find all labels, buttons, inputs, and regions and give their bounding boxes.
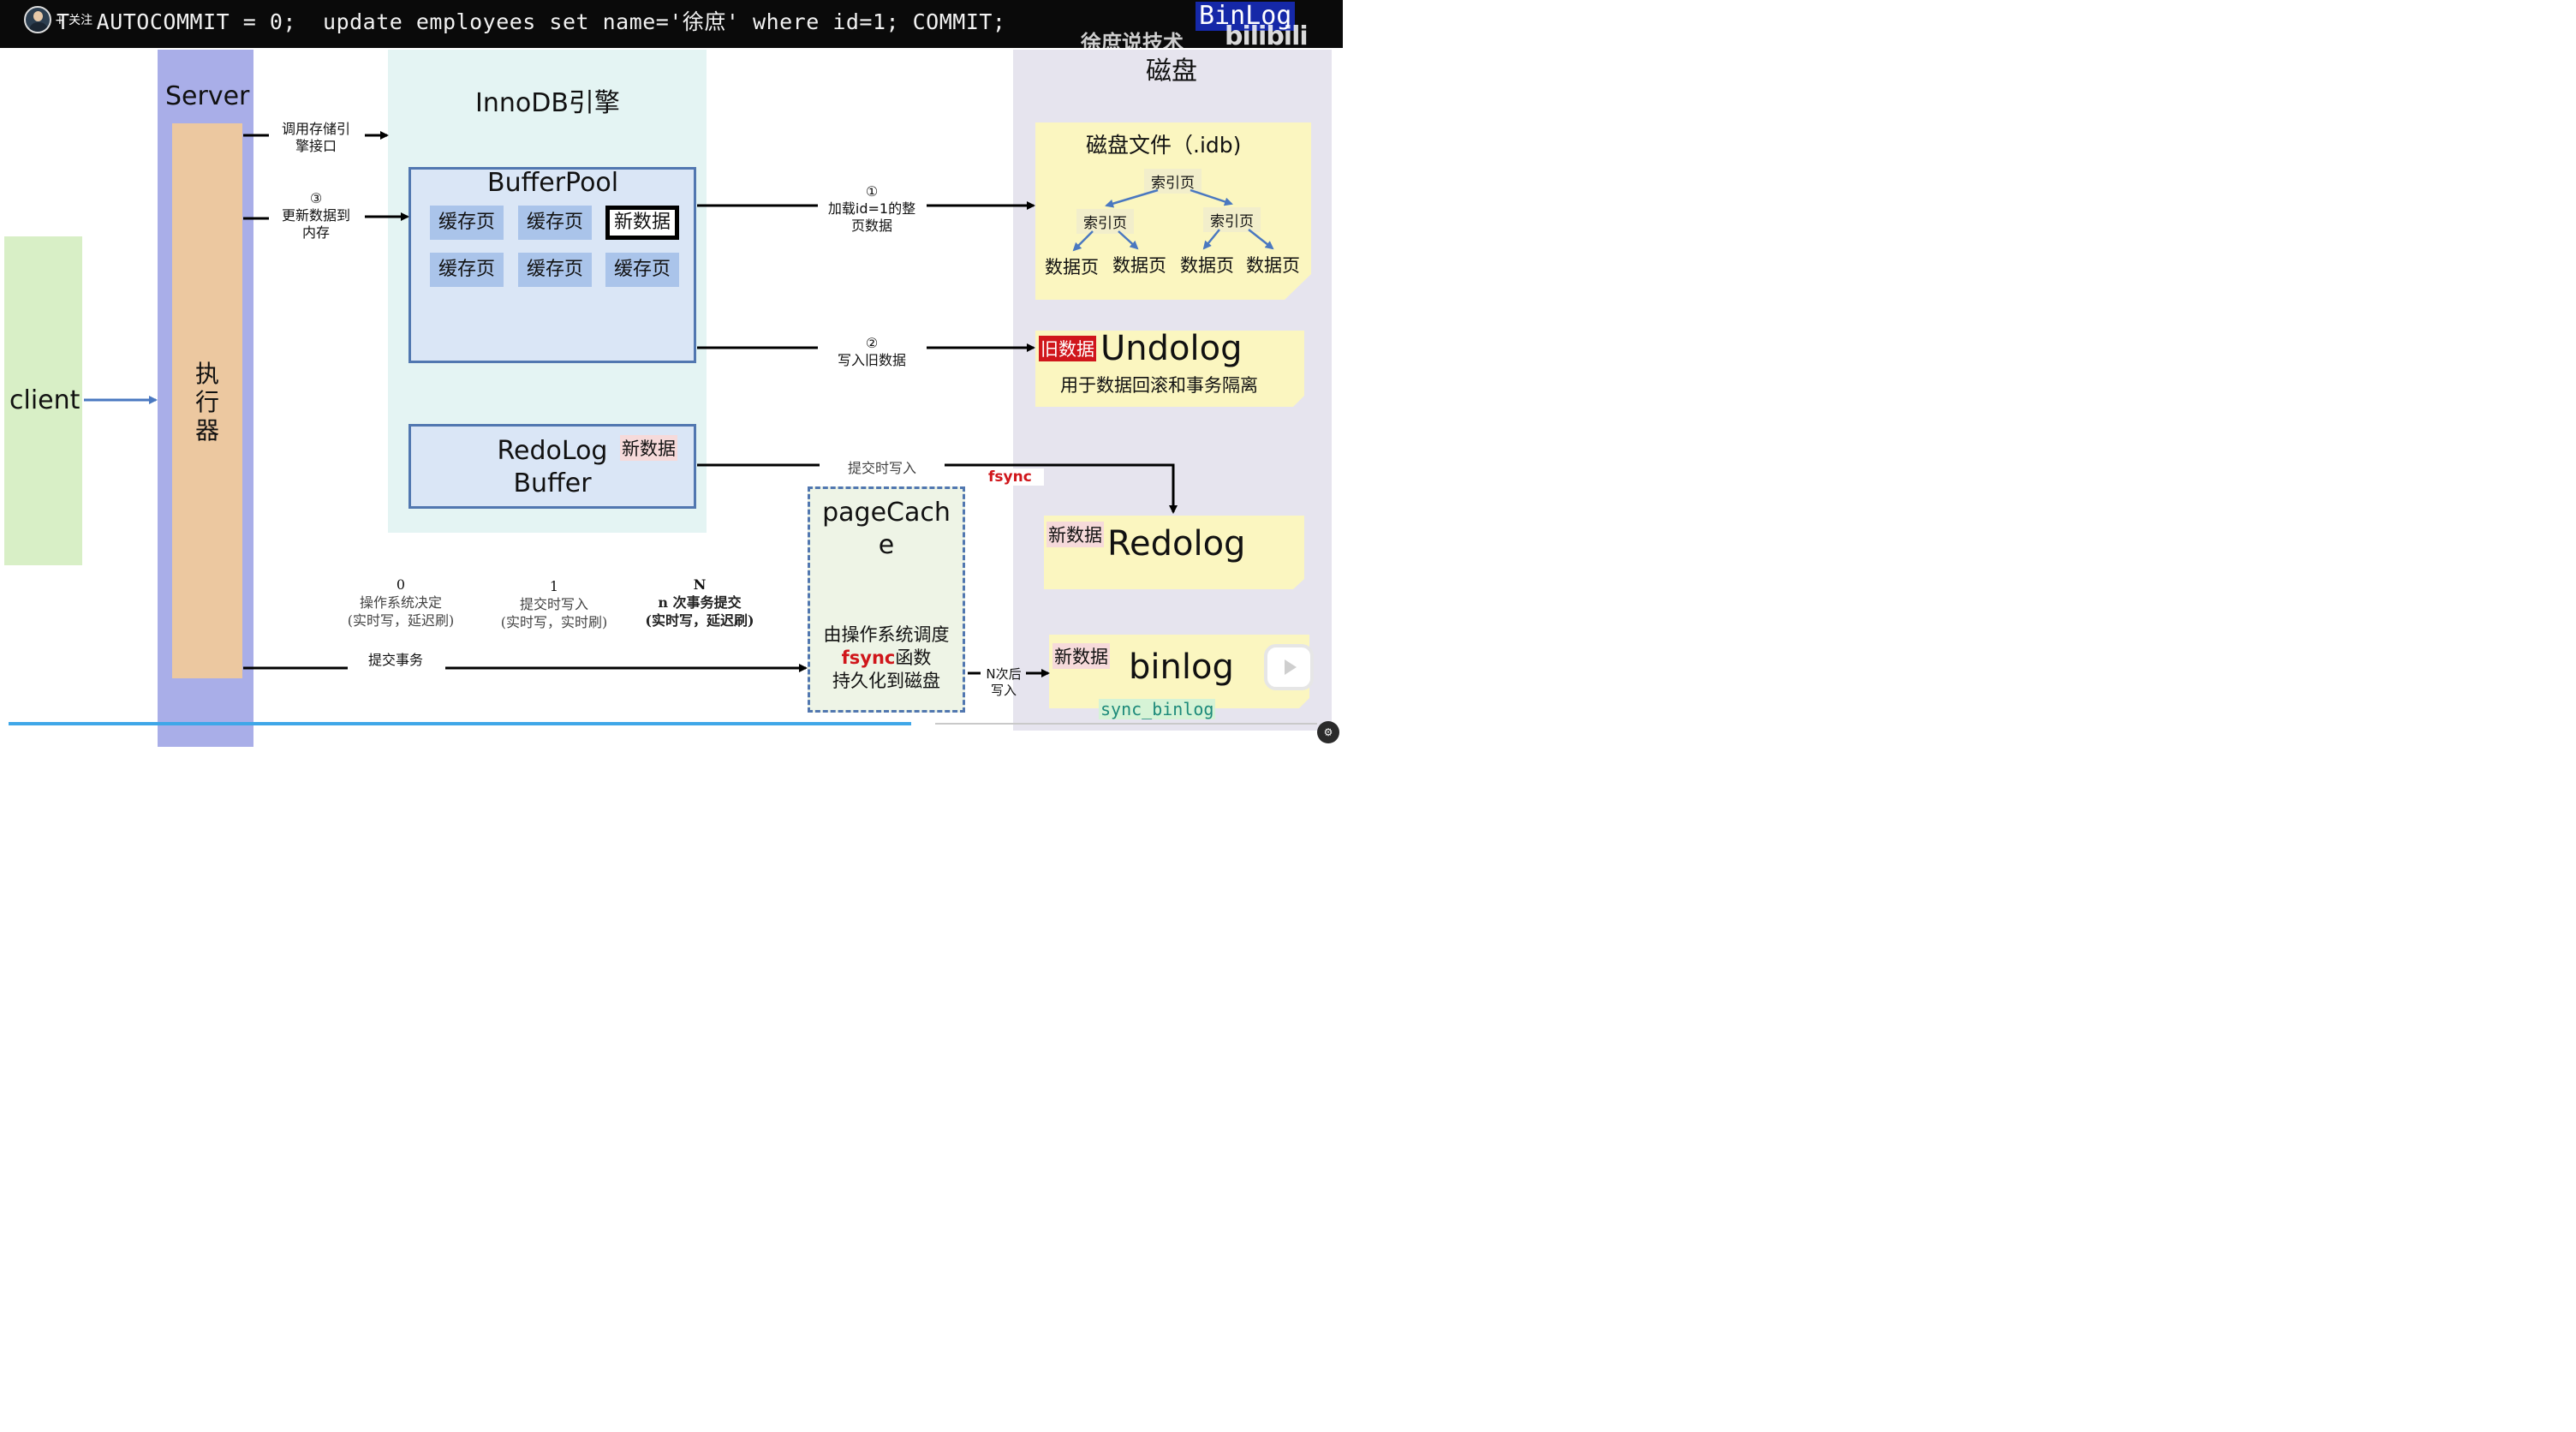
index-page-root: 索引页: [1144, 169, 1202, 194]
step1-label: 加载id=1的整页数据: [827, 200, 916, 234]
step2-label: 写入旧数据: [837, 352, 906, 368]
play-icon: [1285, 659, 1297, 675]
tree-edge: [1118, 230, 1139, 250]
binlog-new-tag: 新数据: [1052, 643, 1110, 669]
cache-page: 缓存页: [518, 253, 592, 287]
tree-edge: [1105, 188, 1159, 208]
sync-binlog-label: sync_binlog: [1099, 699, 1216, 719]
strategy-0: 0 操作系统决定 (实时写，延迟刷): [347, 576, 455, 629]
progress-track[interactable]: [935, 723, 1317, 725]
index-page: 索引页: [1203, 207, 1261, 232]
undolog-label: Undolog: [1100, 329, 1243, 368]
cache-page: 缓存页: [518, 206, 592, 240]
strategy-n: N n 次事务提交 (实时写，延迟刷): [645, 576, 754, 629]
slide-title: BinLog: [1196, 2, 1296, 31]
note-corner: [1285, 274, 1311, 300]
executor-box: [172, 123, 242, 678]
disk-label: 磁盘: [1146, 57, 1197, 87]
data-page: 数据页: [1246, 255, 1300, 276]
cache-page: 缓存页: [430, 206, 504, 240]
tree-edge: [1248, 229, 1274, 250]
commit-write-label: 提交时写入: [847, 460, 916, 476]
platform-logo: bilibili: [1225, 21, 1309, 51]
play-button[interactable]: [1264, 644, 1314, 690]
redolog-buffer-new-tag: 新数据: [620, 435, 677, 461]
top-code-bar: [0, 0, 1343, 48]
new-data-page: 新数据: [605, 206, 679, 240]
binlog-label: binlog: [1129, 647, 1234, 687]
tree-edge: [1202, 229, 1220, 250]
data-page: 数据页: [1180, 255, 1234, 276]
settings-icon[interactable]: ⚙: [1317, 721, 1339, 743]
call-storage-label: 调用存储引擎接口: [281, 121, 350, 154]
commit-write-arrow: [945, 463, 1178, 514]
step1-number: ①: [865, 183, 879, 200]
server-label: Server: [165, 81, 250, 111]
data-page: 数据页: [1045, 257, 1099, 277]
step3-label: 更新数据到内存: [281, 207, 350, 241]
pagecache-box: [808, 486, 965, 713]
tree-edge: [1072, 230, 1094, 252]
bufferpool-label: BufferPool: [487, 168, 619, 198]
innodb-label: InnoDB引擎: [475, 88, 620, 118]
old-data-tag: 旧数据: [1039, 336, 1096, 361]
step3-number: ③: [309, 190, 323, 206]
flow-arrows: [84, 131, 1311, 708]
progress-bar[interactable]: [9, 722, 911, 725]
note-corner: [1293, 579, 1304, 589]
pagecache-label: pageCache: [822, 498, 951, 560]
redolog-label: Redolog: [1107, 524, 1246, 564]
executor-label: 执行器: [194, 360, 219, 445]
tree-edge: [1190, 188, 1233, 206]
client-label: client: [9, 385, 80, 415]
cache-page: 缓存页: [605, 253, 679, 287]
redolog-buffer-label: RedoLog Buffer: [497, 436, 608, 498]
idb-file-label: 磁盘文件（.idb): [1086, 133, 1242, 158]
cache-page: 缓存页: [430, 253, 504, 287]
redolog-new-tag: 新数据: [1046, 522, 1104, 547]
n-after-label: N次后写入: [986, 666, 1022, 698]
note-corner: [1293, 396, 1304, 407]
fsync-label: fsync: [987, 468, 1044, 486]
data-page: 数据页: [1112, 255, 1166, 276]
sql-statement: T AUTOCOMMIT = 0; update employees set n…: [57, 9, 1006, 34]
pagecache-desc: 由操作系统调度 fsync函数 持久化到磁盘: [823, 624, 950, 691]
commit-tx-label: 提交事务: [367, 652, 423, 668]
note-corner: [1299, 698, 1309, 708]
client-box: [4, 236, 82, 565]
index-page: 索引页: [1076, 209, 1134, 234]
follow-button[interactable]: + 关注: [55, 14, 93, 27]
avatar[interactable]: [24, 6, 51, 33]
step2-number: ②: [865, 335, 879, 351]
undolog-desc: 用于数据回滚和事务隔离: [1060, 375, 1258, 396]
strategy-1: 1 提交时写入 (实时写，实时刷): [500, 578, 608, 630]
